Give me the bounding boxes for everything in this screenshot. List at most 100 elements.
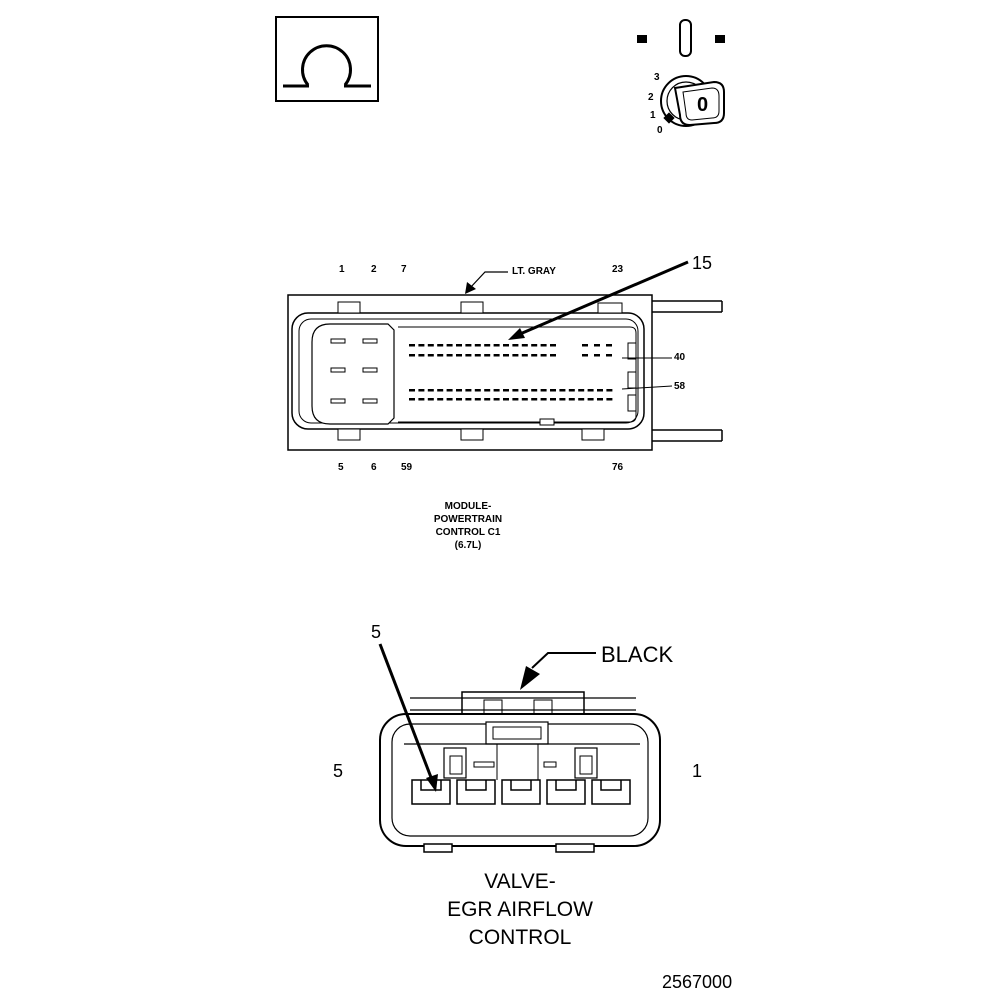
pin-cavity <box>474 398 481 401</box>
pin-cavity <box>484 344 491 347</box>
egr-caption-line-2: EGR AIRFLOW <box>447 898 593 921</box>
pin-cavity <box>531 389 538 392</box>
pin-cavity <box>503 398 509 401</box>
pin-cavity <box>427 389 434 392</box>
pin-cavity <box>446 398 453 401</box>
pin-cavity <box>512 398 519 401</box>
pin-cavity <box>437 389 444 392</box>
c1-caption-line-1: MODULE- <box>444 501 492 512</box>
pin-cavity <box>606 344 612 347</box>
c1-pin-label-59: 59 <box>401 462 413 473</box>
pin-cavity <box>540 398 547 401</box>
ohm-symbol-icon <box>275 16 379 102</box>
pin-cavity <box>418 398 425 401</box>
pin-cavity <box>540 389 547 392</box>
egr-terminal-cavity <box>411 779 451 805</box>
pin-cavity <box>578 389 585 392</box>
pin-cavity <box>456 344 462 347</box>
pin-cavity <box>474 389 481 392</box>
pin-cavity <box>503 389 509 392</box>
egr-terminal-cavities <box>411 779 631 805</box>
pin-cavity <box>512 389 519 392</box>
c1-caption-line-4: (6.7L) <box>454 540 482 551</box>
ignition-position-2: 2 <box>648 92 654 103</box>
pin-cavity <box>503 344 509 347</box>
pin-cavity <box>531 398 538 401</box>
c1-pin-label-40: 40 <box>674 352 686 363</box>
pin-cavity <box>427 398 434 401</box>
pcm-connector-c1 <box>287 260 723 451</box>
pin-cavity <box>456 354 462 357</box>
pin-rows <box>409 344 613 401</box>
ignition-position-3: 3 <box>654 72 660 83</box>
pin-cavity <box>578 398 585 401</box>
egr-connector <box>378 643 661 853</box>
c1-pin-label-7: 7 <box>401 264 407 275</box>
pin-cavity <box>437 344 444 347</box>
pin-cavity <box>437 398 444 401</box>
pin-cavity <box>550 398 556 401</box>
c1-pin-label-58: 58 <box>674 381 686 392</box>
pin-cavity <box>409 354 415 357</box>
pin-cavity <box>568 398 575 401</box>
egr-color-label: BLACK <box>601 642 674 667</box>
pin-cavity <box>503 354 509 357</box>
pin-cavity <box>465 398 472 401</box>
pin-cavity <box>409 389 415 392</box>
pin-cavity <box>531 354 538 357</box>
ignition-key-label: 0 <box>697 94 709 116</box>
egr-caption-line-1: VALVE- <box>484 870 556 893</box>
egr-pin-label-5: 5 <box>333 761 344 781</box>
pin-cavity <box>568 389 575 392</box>
pin-cavity <box>446 389 453 392</box>
pin-cavity <box>559 398 566 401</box>
egr-pin-label-1: 1 <box>692 761 703 781</box>
pin-cavity <box>594 354 600 357</box>
pin-cavity <box>540 344 547 347</box>
pin-cavity <box>587 398 594 401</box>
pin-cavity <box>427 344 434 347</box>
pin-cavity <box>456 389 462 392</box>
pin-cavity <box>606 354 612 357</box>
pin-cavity <box>456 398 462 401</box>
pin-cavity <box>409 344 415 347</box>
pin-cavity <box>484 389 491 392</box>
egr-caption-line-3: CONTROL <box>468 926 572 949</box>
pin-cavity <box>594 344 600 347</box>
pin-cavity <box>484 398 491 401</box>
ignition-position-0: 0 <box>657 125 663 136</box>
pin-cavity <box>521 354 528 357</box>
pin-cavity <box>582 344 588 347</box>
pin-cavity <box>418 344 425 347</box>
pin-cavity <box>493 398 500 401</box>
pin-cavity <box>446 344 453 347</box>
pin-cavity <box>597 389 603 392</box>
c1-pin-label-2: 2 <box>371 264 377 275</box>
pin-cavity <box>559 389 566 392</box>
pin-cavity <box>465 354 472 357</box>
pin-cavity <box>474 354 481 357</box>
c1-caption-line-3: CONTROL C1 <box>435 527 501 538</box>
ignition-key-icon <box>637 19 725 127</box>
pin-cavity <box>427 354 434 357</box>
pin-cavity <box>606 389 613 392</box>
pin-cavity <box>550 344 556 347</box>
c1-pin-label-1: 1 <box>339 264 345 275</box>
pin-cavity <box>521 389 528 392</box>
pin-cavity <box>597 398 603 401</box>
egr-terminal-cavity <box>591 779 631 805</box>
pin-cavity <box>474 344 481 347</box>
pin-cavity <box>446 354 453 357</box>
pin-cavity <box>418 389 425 392</box>
pin-cavity <box>493 389 500 392</box>
c1-pin-label-23: 23 <box>612 264 624 275</box>
pin-cavity <box>550 389 556 392</box>
pin-cavity <box>587 389 594 392</box>
pin-cavity <box>521 398 528 401</box>
pin-cavity <box>437 354 444 357</box>
pin-cavity <box>409 398 415 401</box>
pin-cavity <box>531 344 538 347</box>
figure-number: 2567000 <box>662 972 733 992</box>
pin-cavity <box>465 389 472 392</box>
